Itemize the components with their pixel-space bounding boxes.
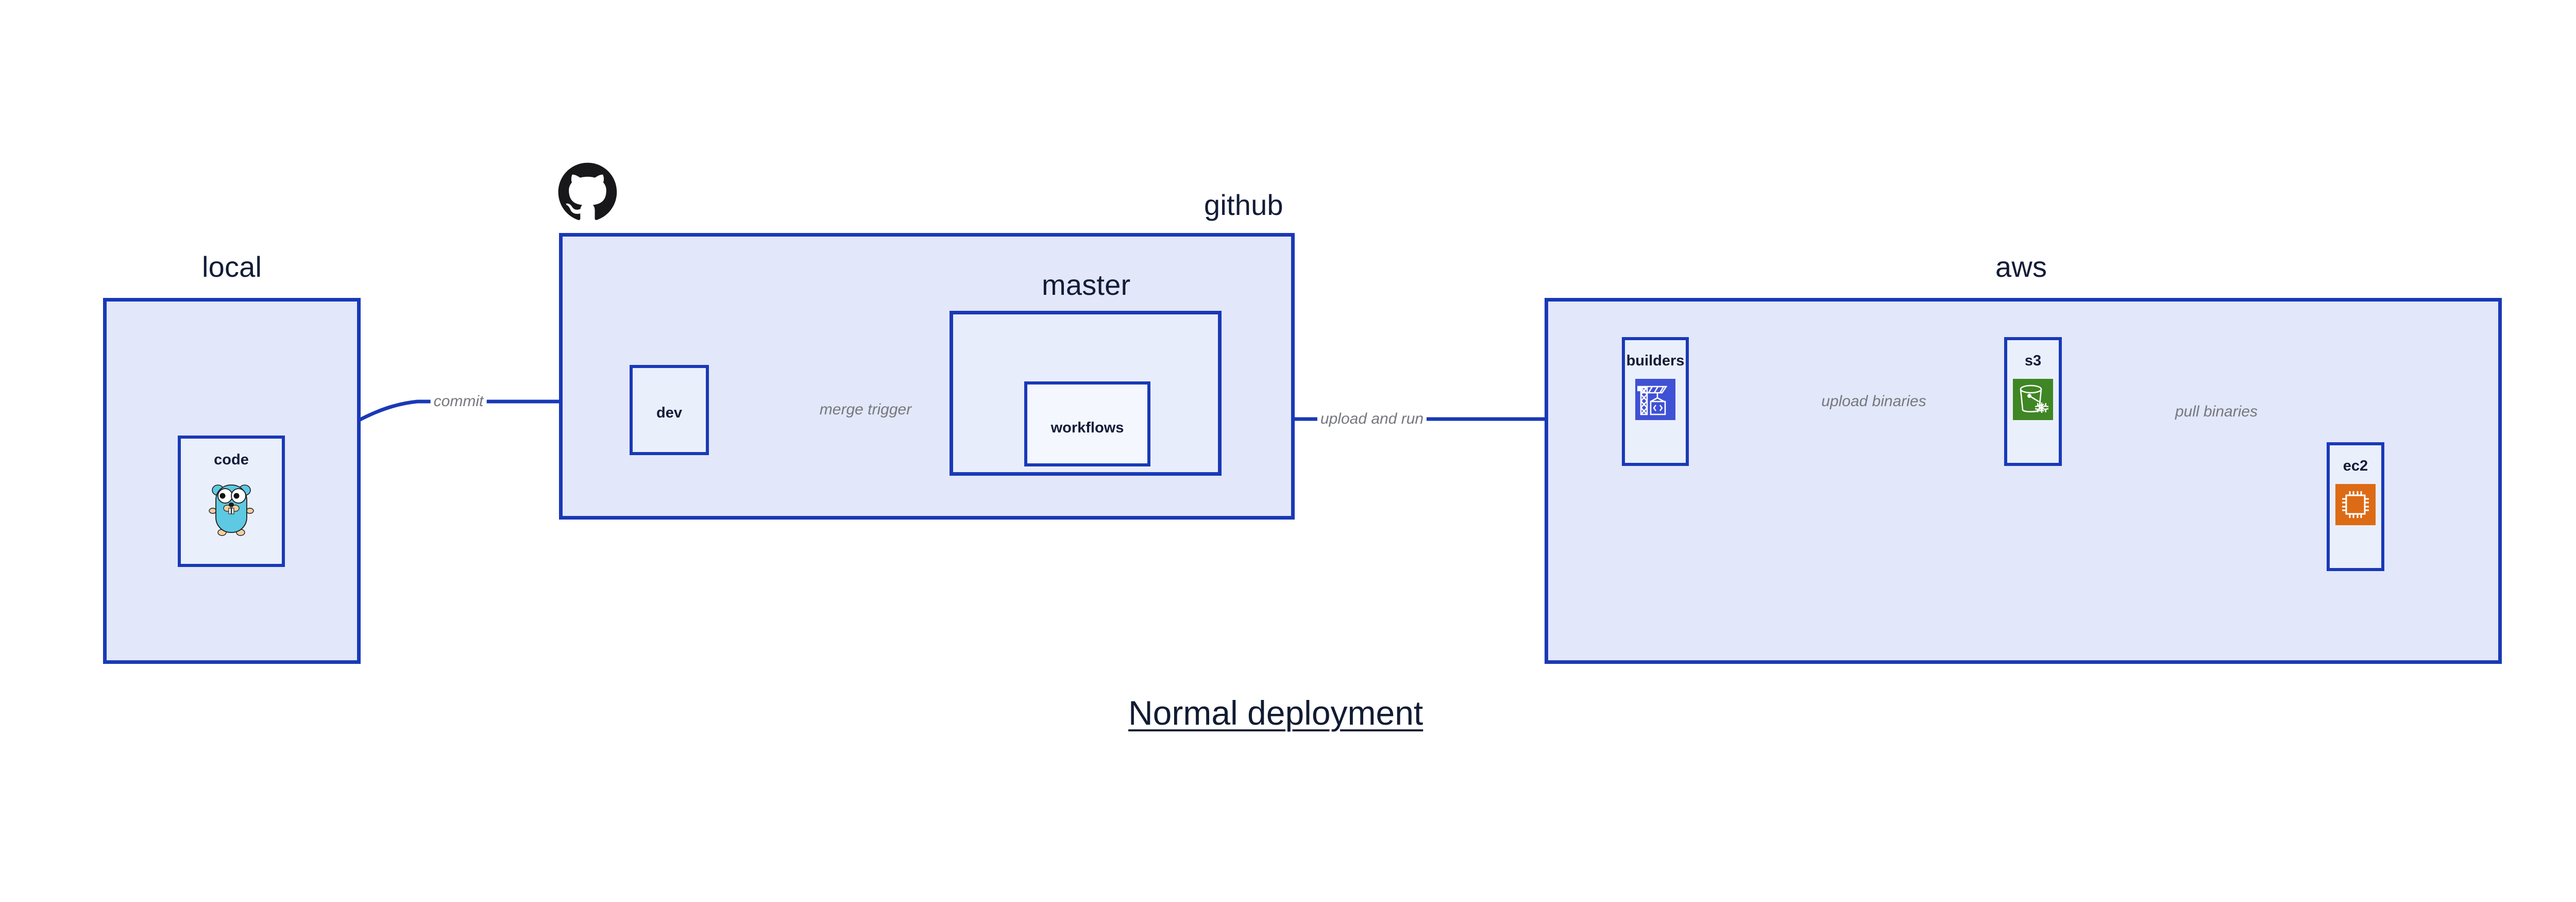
node-workflows-label: workflows (1050, 420, 1124, 436)
github-octocat-icon (555, 161, 620, 225)
node-code-label: code (214, 452, 249, 468)
node-workflows[interactable]: workflows (1024, 381, 1150, 466)
aws-crane-builder-icon (1635, 379, 1675, 420)
edge-label-pull-binaries: pull binaries (2172, 404, 2261, 420)
edge-label-upload-binaries: upload binaries (1818, 394, 1929, 409)
edge-label-commit: commit (430, 394, 487, 409)
node-builders-label: builders (1626, 353, 1685, 369)
node-s3-label: s3 (2024, 353, 2042, 369)
edge-label-upload-and-run: upload and run (1317, 411, 1427, 427)
group-local-label: local (202, 250, 262, 283)
aws-s3-bucket-icon (2013, 379, 2053, 420)
group-master-label: master (1042, 269, 1131, 301)
node-code[interactable]: code (178, 436, 285, 567)
group-github-label: github (1204, 189, 1283, 221)
node-ec2[interactable]: ec2 (2327, 442, 2384, 571)
node-dev[interactable]: dev (630, 365, 709, 455)
node-ec2-label: ec2 (2343, 458, 2368, 474)
node-s3[interactable]: s3 (2004, 337, 2062, 466)
page-title: Normal deployment (1128, 694, 1423, 732)
go-gopher-icon (207, 479, 256, 537)
group-aws-label: aws (1995, 250, 2047, 283)
node-builders[interactable]: builders (1622, 337, 1689, 466)
edge-label-merge-trigger: merge trigger (816, 402, 915, 417)
node-dev-label: dev (656, 405, 682, 421)
aws-ec2-chip-icon (2335, 484, 2376, 525)
